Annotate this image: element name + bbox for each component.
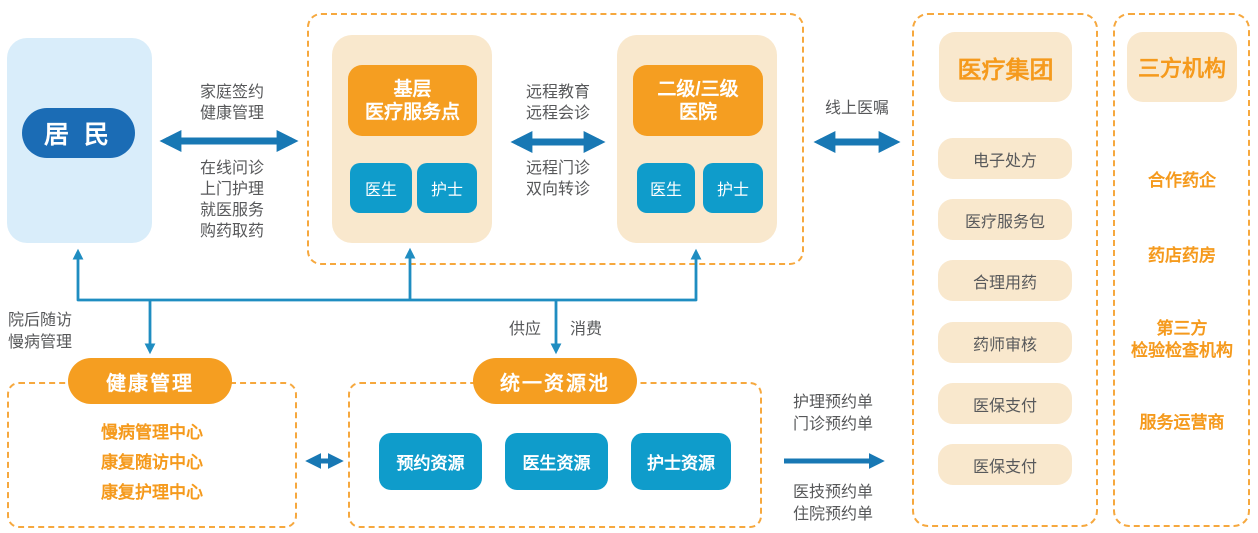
medical-group-item: 医疗服务包 — [938, 199, 1072, 240]
medical-group-item: 医保支付 — [938, 383, 1072, 424]
remote-link-labels-top: 远程教育 远程会诊 — [525, 84, 590, 122]
nurse-resource-node: 护士资源 — [631, 433, 731, 490]
hospital-node: 二级/三级 医院 — [633, 65, 763, 136]
third-party-item: 合作药企 — [1148, 171, 1216, 190]
resident-label: 居 民 — [44, 121, 113, 149]
health-management-node: 健康管理 — [68, 358, 232, 404]
health-management-container — [7, 382, 297, 528]
remote-link-labels-bottom: 远程门诊 双向转诊 — [525, 160, 590, 198]
booking-labels-top: 护理预约单 门诊预约单 — [792, 394, 873, 433]
primary-doctor-node: 医生 — [350, 163, 412, 213]
third-party-item: 第三方 检验检查机构 — [1131, 319, 1233, 360]
doctor-resource-node: 医生资源 — [505, 433, 608, 490]
primary-site-node: 基层 医疗服务点 — [348, 65, 477, 136]
primary-nurse-node: 护士 — [417, 163, 477, 213]
medical-group-item: 药师审核 — [938, 322, 1072, 363]
health-management-item: 慢病管理中心 — [101, 423, 203, 442]
third-party-item: 药店药房 — [1148, 246, 1216, 265]
medical-group-title: 医疗集团 — [939, 32, 1072, 102]
health-management-item: 康复随访中心 — [101, 453, 203, 472]
family-link-labels-top: 家庭签约 健康管理 — [199, 84, 264, 122]
booking-resource-node: 预约资源 — [379, 433, 482, 490]
hospital-doctor-node: 医生 — [637, 163, 695, 213]
medical-group-item: 医保支付 — [938, 444, 1072, 485]
resident-node: 居 民 — [22, 108, 135, 158]
third-party-item: 服务运营商 — [1139, 413, 1225, 432]
health-management-item: 康复护理中心 — [101, 483, 203, 502]
booking-labels-bottom: 医技预约单 住院预约单 — [792, 484, 873, 523]
followup-labels: 院后随访 慢病管理 — [8, 312, 73, 351]
consume-label: 消费 — [570, 321, 603, 338]
third-party-title: 三方机构 — [1127, 32, 1237, 102]
supply-label: 供应 — [508, 321, 541, 338]
resource-pool-node: 统一资源池 — [473, 358, 637, 404]
online-order-label: 线上医嘱 — [824, 100, 889, 117]
hospital-nurse-node: 护士 — [703, 163, 763, 213]
medical-group-item: 电子处方 — [938, 138, 1072, 179]
family-link-labels-bottom: 在线问诊 上门护理 就医服务 购药取药 — [199, 160, 264, 240]
medical-group-item: 合理用药 — [938, 260, 1072, 301]
